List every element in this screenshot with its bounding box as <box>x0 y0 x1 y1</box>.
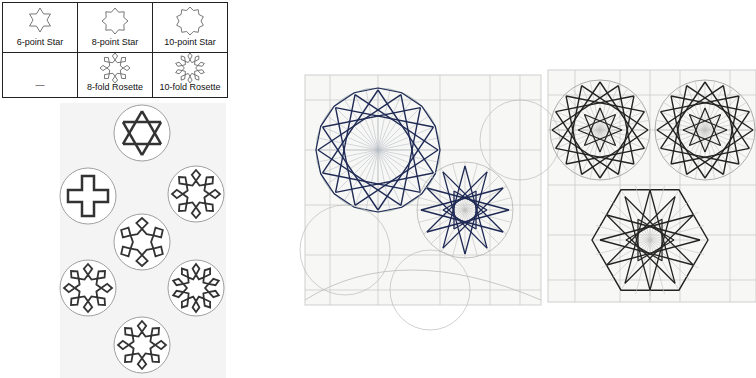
table-cell: — <box>36 81 45 91</box>
table-cell: 8-fold Rosette <box>87 83 143 93</box>
table-cell: 10-point Star <box>164 38 216 48</box>
table-cell: 6-point Star <box>17 38 64 48</box>
table-cell: 10-fold Rosette <box>159 83 220 93</box>
table-cell: 8-point Star <box>92 38 139 48</box>
table-grid <box>3 3 228 98</box>
